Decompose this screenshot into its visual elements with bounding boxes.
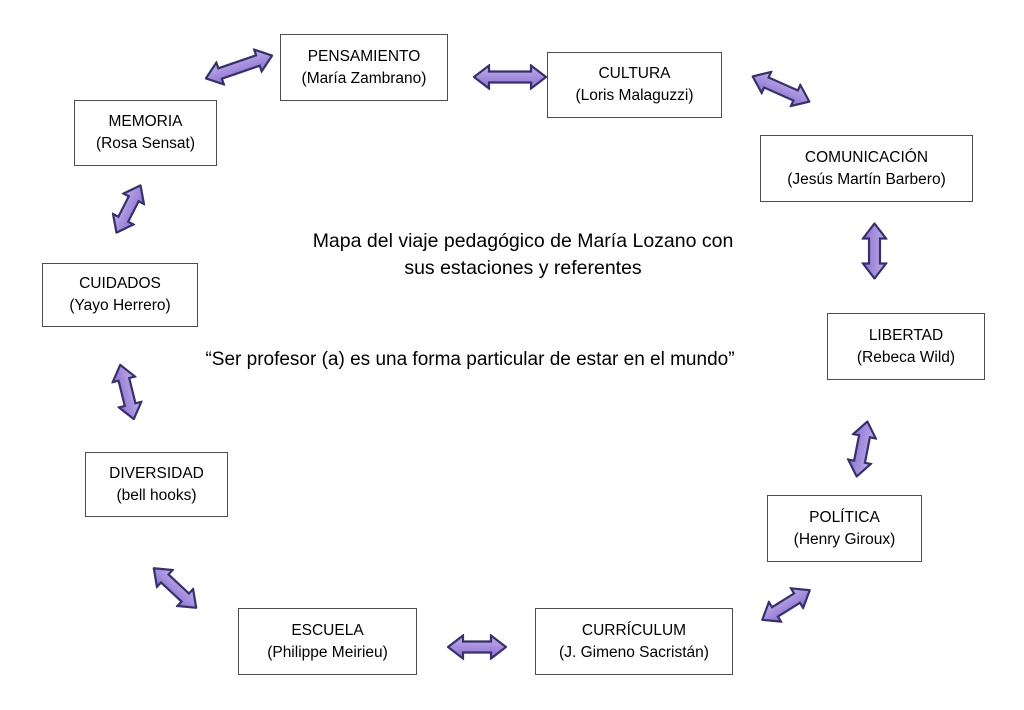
arrow-curriculum-escuela: [447, 634, 507, 660]
station-box-politica: POLÍTICA (Henry Giroux): [767, 495, 922, 562]
station-ref: (Rosa Sensat): [95, 135, 196, 152]
station-title: CURRÍCULUM: [581, 621, 687, 639]
map-title-line2: sus estaciones y referentes: [404, 257, 642, 279]
station-title: MEMORIA: [108, 113, 183, 130]
station-title: PENSAMIENTO: [307, 47, 421, 65]
arrow-cuidados-memoria: [104, 179, 152, 240]
station-box-libertad: LIBERTAD (Rebeca Wild): [827, 313, 985, 380]
arrow-comunicacion-libertad: [861, 222, 887, 280]
station-title: LIBERTAD: [868, 326, 944, 344]
station-title: COMUNICACIÓN: [804, 148, 929, 166]
station-box-cuidados: CUIDADOS (Yayo Herrero): [42, 263, 198, 327]
station-title: CULTURA: [598, 65, 671, 82]
quote-text: “Ser profesor (a) es una forma particula…: [205, 349, 735, 370]
station-ref: (Rebeca Wild): [856, 348, 956, 366]
station-ref: (Yayo Herrero): [69, 297, 171, 314]
station-ref: (Henry Giroux): [793, 530, 896, 548]
station-box-memoria: MEMORIA (Rosa Sensat): [74, 100, 217, 166]
map-title-line1: Mapa del viaje pedagógico de María Lozan…: [312, 230, 734, 252]
station-ref: (Philippe Meirieu): [267, 643, 388, 661]
station-box-pensamiento: PENSAMIENTO (María Zambrano): [280, 34, 448, 101]
arrow-cultura-comunicacion: [746, 64, 815, 114]
station-box-escuela: ESCUELA (Philippe Meirieu): [238, 608, 417, 675]
station-title: DIVERSIDAD: [109, 464, 204, 482]
arrow-politica-curriculum: [755, 579, 818, 632]
station-title: CUIDADOS: [79, 275, 161, 292]
station-box-comunicacion: COMUNICACIÓN (Jesús Martín Barbero): [760, 135, 973, 202]
arrow-pensamiento-cultura: [473, 64, 547, 90]
arrow-libertad-politica: [844, 418, 881, 480]
station-title: ESCUELA: [291, 621, 364, 639]
station-box-curriculum: CURRÍCULUM (J. Gimeno Sacristán): [535, 608, 733, 675]
map-title: Mapa del viaje pedagógico de María Lozan…: [268, 228, 778, 282]
arrow-memoria-pensamiento: [201, 43, 278, 91]
station-ref: (María Zambrano): [301, 69, 427, 87]
station-box-diversidad: DIVERSIDAD (bell hooks): [85, 452, 228, 517]
station-title: POLÍTICA: [809, 508, 880, 526]
station-box-cultura: CULTURA (Loris Malaguzzi): [547, 52, 722, 118]
station-ref: (J. Gimeno Sacristán): [559, 643, 709, 661]
station-ref: (bell hooks): [116, 486, 197, 504]
station-ref: (Jesús Martín Barbero): [787, 170, 946, 188]
arrow-escuela-diversidad: [144, 558, 206, 618]
station-ref: (Loris Malaguzzi): [575, 87, 694, 104]
